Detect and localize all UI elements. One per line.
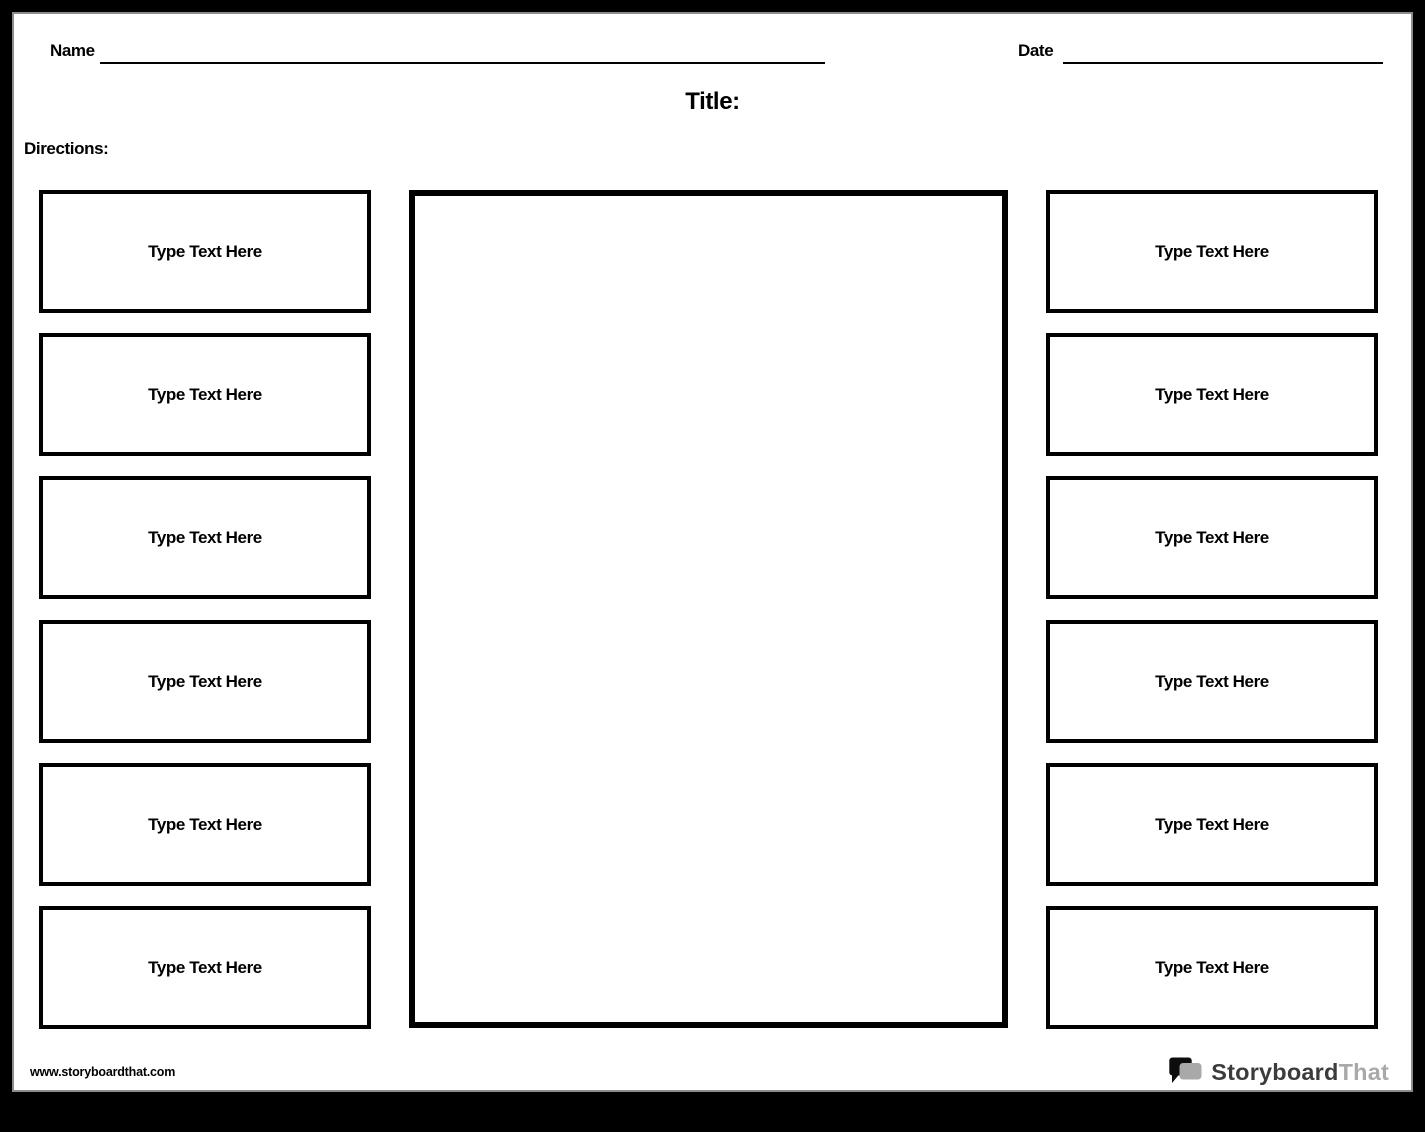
date-write-line [1063, 62, 1383, 64]
label-box-left-1[interactable]: Type Text Here [39, 190, 371, 313]
label-box-text[interactable]: Type Text Here [148, 814, 262, 834]
label-box-right-5[interactable]: Type Text Here [1046, 763, 1378, 886]
label-box-text[interactable]: Type Text Here [148, 957, 262, 977]
diagram-image-area[interactable] [409, 190, 1008, 1028]
storyboardthat-logo: StoryboardThat [1168, 1056, 1389, 1088]
worksheet-page: Name Date Title: Directions: Type Text H… [12, 12, 1413, 1092]
label-box-left-2[interactable]: Type Text Here [39, 333, 371, 456]
label-box-text[interactable]: Type Text Here [1155, 957, 1269, 977]
logo-text-secondary: That [1338, 1058, 1389, 1085]
label-box-right-4[interactable]: Type Text Here [1046, 620, 1378, 743]
label-box-text[interactable]: Type Text Here [148, 241, 262, 261]
label-box-text[interactable]: Type Text Here [148, 671, 262, 691]
label-box-text[interactable]: Type Text Here [1155, 241, 1269, 261]
label-box-right-2[interactable]: Type Text Here [1046, 333, 1378, 456]
label-box-right-3[interactable]: Type Text Here [1046, 476, 1378, 599]
label-box-left-4[interactable]: Type Text Here [39, 620, 371, 743]
directions-label: Directions: [24, 139, 109, 158]
label-box-text[interactable]: Type Text Here [148, 384, 262, 404]
name-write-line [100, 62, 825, 64]
website-url: www.storyboardthat.com [30, 1065, 176, 1079]
label-box-left-6[interactable]: Type Text Here [39, 906, 371, 1029]
label-box-text[interactable]: Type Text Here [1155, 527, 1269, 547]
name-label: Name [50, 41, 95, 60]
speech-bubbles-icon [1168, 1056, 1204, 1088]
title-label: Title: [685, 88, 740, 115]
label-box-right-1[interactable]: Type Text Here [1046, 190, 1378, 313]
label-box-left-5[interactable]: Type Text Here [39, 763, 371, 886]
label-box-text[interactable]: Type Text Here [1155, 384, 1269, 404]
label-box-text[interactable]: Type Text Here [1155, 814, 1269, 834]
date-label: Date [1018, 41, 1054, 60]
logo-text-primary: Storyboard [1211, 1058, 1339, 1085]
label-box-right-6[interactable]: Type Text Here [1046, 906, 1378, 1029]
label-box-text[interactable]: Type Text Here [1155, 671, 1269, 691]
label-box-text[interactable]: Type Text Here [148, 527, 262, 547]
logo-wordmark: StoryboardThat [1211, 1059, 1389, 1086]
label-box-left-3[interactable]: Type Text Here [39, 476, 371, 599]
